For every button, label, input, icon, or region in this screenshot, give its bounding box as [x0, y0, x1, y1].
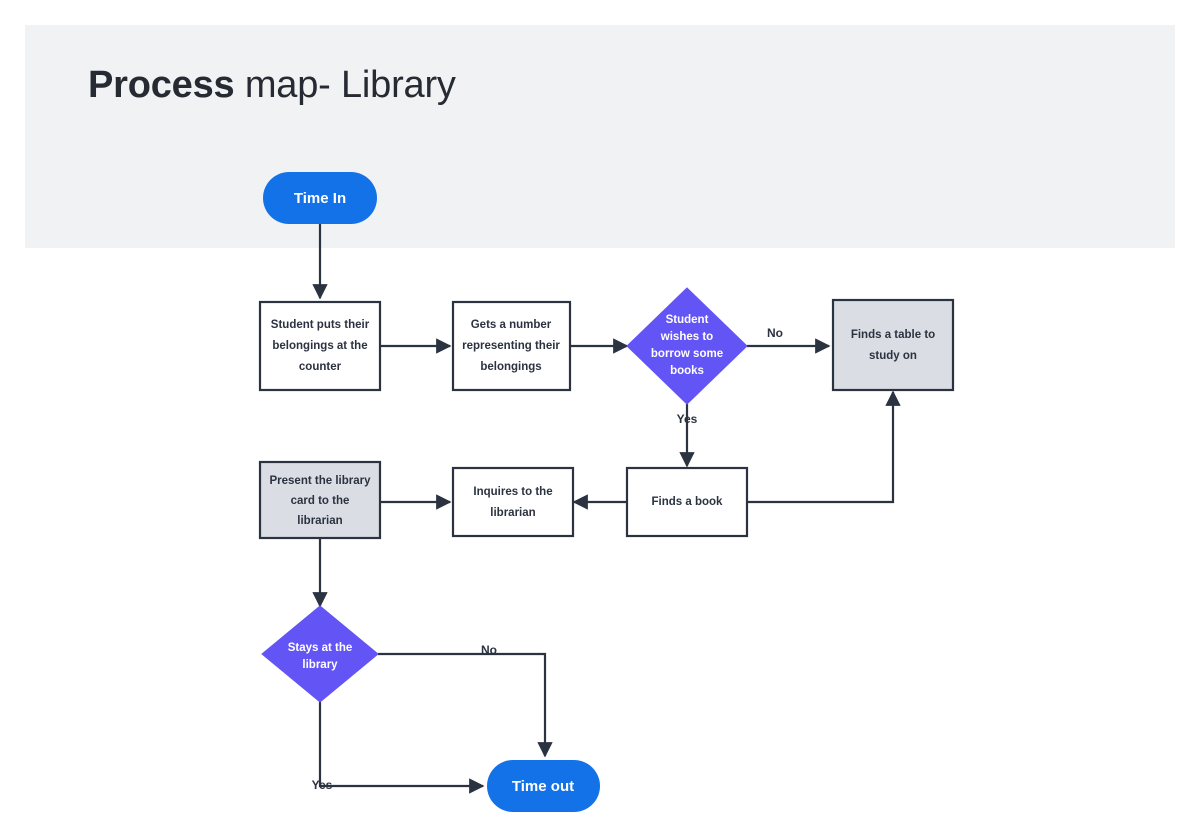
node-time-in[interactable]: Time In	[263, 172, 377, 224]
node-wishes-borrow[interactable]: Student wishes to borrow some books	[626, 287, 748, 405]
node-wishes-borrow-line3: borrow some	[651, 348, 723, 360]
node-finds-table-line2: study on	[869, 350, 917, 362]
edge-stays-no-to-end	[378, 652, 553, 758]
node-gets-number[interactable]: Gets a number representing their belongi…	[451, 300, 572, 392]
node-stays-library-shape[interactable]	[261, 605, 379, 703]
node-present-card-line3: librarian	[297, 515, 342, 527]
node-belongings-line1: Student puts their	[271, 319, 370, 331]
node-belongings-line2: belongings at the	[272, 340, 367, 352]
node-time-out-label: Time out	[512, 778, 574, 795]
edge-findsbook-to-table	[747, 390, 901, 504]
node-time-in-label: Time In	[294, 190, 346, 207]
page-title-strong: Process	[88, 64, 235, 106]
node-time-out[interactable]: Time out	[487, 760, 600, 812]
page-title: Process map- Library	[88, 64, 456, 108]
node-inquires-line1: Inquires to the	[473, 486, 552, 498]
node-present-card-line2: card to the	[291, 495, 350, 507]
node-inquires-line2: librarian	[490, 507, 535, 519]
node-gets-number-line1: Gets a number	[471, 319, 552, 331]
node-gets-number-line3: belongings	[480, 361, 541, 373]
edge-stays-yes-to-end	[318, 702, 485, 794]
node-finds-table-line1: Finds a table to	[851, 329, 935, 341]
node-finds-book-line1: Finds a book	[652, 496, 724, 508]
edge-label-stays-yes: Yes	[312, 778, 333, 792]
node-present-card-line1: Present the library	[270, 475, 372, 487]
edge-label-stays-no: No	[481, 643, 497, 657]
node-wishes-borrow-line2: wishes to	[660, 331, 713, 343]
node-time-out-shape[interactable]	[487, 760, 600, 812]
node-inquires[interactable]: Inquires to the librarian	[451, 466, 575, 538]
node-finds-book-shape[interactable]	[625, 466, 749, 538]
node-stays-library[interactable]: Stays at the library	[261, 605, 379, 703]
node-wishes-borrow-line4: books	[670, 365, 704, 377]
node-stays-library-line1: Stays at the	[288, 642, 353, 654]
header-band	[25, 25, 1175, 248]
edge-label-wishes-no: No	[767, 326, 783, 340]
node-finds-book[interactable]: Finds a book	[625, 466, 749, 538]
node-belongings-shape[interactable]	[258, 300, 382, 392]
node-present-card[interactable]: Present the library card to the libraria…	[258, 460, 382, 540]
node-belongings-line3: counter	[299, 361, 342, 373]
page-title-rest: map- Library	[234, 64, 456, 106]
node-wishes-borrow-line1: Student	[666, 314, 709, 326]
node-finds-table-shape[interactable]	[831, 298, 955, 392]
node-gets-number-shape[interactable]	[451, 300, 572, 392]
node-gets-number-line2: representing their	[462, 340, 560, 352]
node-time-in-shape[interactable]	[263, 172, 377, 224]
node-finds-table[interactable]: Finds a table to study on	[831, 298, 955, 392]
edge-label-wishes-yes: Yes	[677, 412, 698, 426]
node-stays-library-line2: library	[302, 659, 338, 671]
node-belongings[interactable]: Student puts their belongings at the cou…	[258, 300, 382, 392]
node-inquires-shape[interactable]	[451, 466, 575, 538]
node-present-card-shape[interactable]	[258, 460, 382, 540]
node-wishes-borrow-shape[interactable]	[626, 287, 748, 405]
